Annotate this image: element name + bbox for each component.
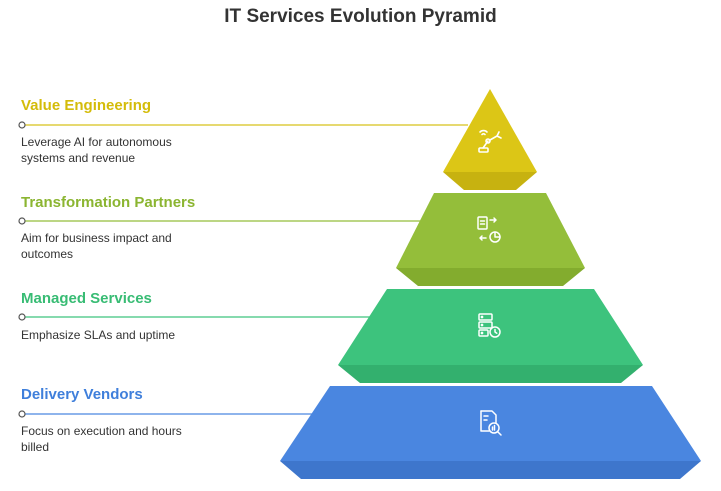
connector-delivery-vendors xyxy=(18,410,316,418)
connector-managed-services xyxy=(18,313,370,321)
level-heading-transformation-partners: Transformation Partners xyxy=(21,194,196,211)
pyramid-tier-managed-services xyxy=(338,289,643,383)
robot-arm-icon xyxy=(478,129,502,153)
level-heading-managed-services: Managed Services xyxy=(21,290,152,307)
level-heading-delivery-vendors: Delivery Vendors xyxy=(21,386,143,403)
server-clock-icon xyxy=(478,313,501,338)
level-desc-transformation-partners: Aim for business impact and outcomes xyxy=(21,231,172,261)
document-chart-cycle-icon xyxy=(477,216,501,243)
pyramid-tier-transformation-partners xyxy=(396,193,585,286)
level-heading-value-engineering: Value Engineering xyxy=(21,97,152,114)
connector-value-engineering xyxy=(18,121,468,129)
pyramid-tier-value-engineering xyxy=(443,89,537,190)
page-title: IT Services Evolution Pyramid xyxy=(224,6,497,27)
level-desc-delivery-vendors: Focus on execution and hours billed xyxy=(21,424,182,454)
report-search-icon xyxy=(480,410,502,436)
connector-transformation-partners xyxy=(18,217,421,225)
level-desc-value-engineering: Leverage AI for autonomous systems and r… xyxy=(21,135,172,165)
level-desc-managed-services: Emphasize SLAs and uptime xyxy=(21,328,176,342)
